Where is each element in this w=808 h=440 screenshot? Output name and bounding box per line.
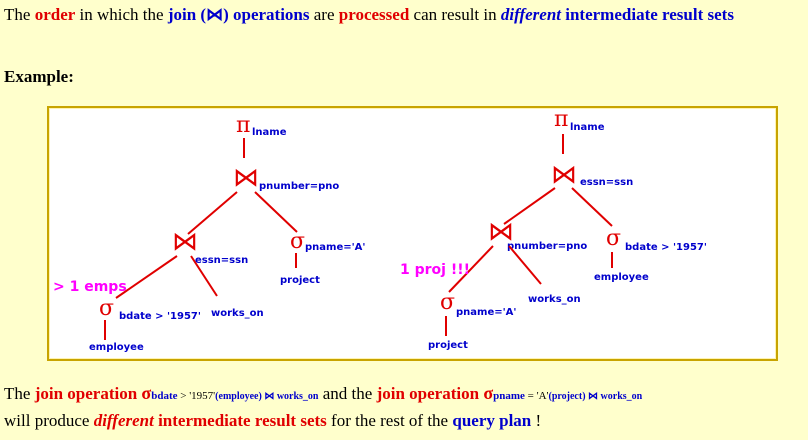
right-edge-join-sigma-project	[448, 245, 494, 293]
right-edge-join-join	[503, 187, 556, 225]
right-pi-label: lname	[570, 122, 605, 133]
left-sigma-emp: σ	[99, 296, 114, 321]
right-join-low-label: pnumber=pno	[507, 241, 587, 252]
left-sigma-project-label: pname='A'	[305, 242, 365, 253]
intro-intermediate: intermediate result sets	[565, 5, 734, 24]
left-tree: π lname ⋈ pnumber=pno σ pname='A' projec…	[53, 113, 365, 353]
right-sigma-project: σ	[440, 290, 455, 315]
right-edge-join-workson	[508, 245, 542, 285]
bottom-t3: will produce	[4, 411, 94, 430]
example-label: Example:	[4, 67, 74, 86]
left-project-label: project	[280, 275, 320, 286]
left-join-top-label: pnumber=pno	[259, 181, 339, 192]
left-sigma-emp-label: bdate > '1957'	[119, 311, 201, 322]
left-join-low-symbol: ⋈	[172, 227, 198, 257]
left-annotation: > 1 emps	[53, 279, 127, 295]
bottom-join-op2: join operation	[376, 384, 480, 403]
bottom-sub2a: pname	[493, 390, 525, 402]
intro-order: order	[34, 5, 76, 24]
intro-processed: processed	[338, 5, 410, 24]
right-join-top-symbol: ⋈	[551, 160, 577, 190]
intro-t1: The	[4, 5, 35, 24]
bottom-t1: The	[4, 384, 35, 403]
right-sigma-project-label: pname='A'	[456, 307, 516, 318]
right-pi-symbol: π	[554, 108, 568, 132]
intro-t4: can result in	[409, 5, 501, 24]
intro-join: join (⋈) operations	[167, 5, 310, 24]
bottom-t2: and the	[318, 384, 377, 403]
bottom-intermediate: intermediate result sets	[158, 411, 327, 430]
right-join-low-symbol: ⋈	[488, 217, 514, 247]
right-workson-label: works_on	[528, 294, 581, 305]
bottom-t6: !	[531, 411, 542, 430]
left-join-low-label: essn=ssn	[195, 255, 248, 266]
left-join-top-symbol: ⋈	[233, 163, 259, 193]
left-edge-join-sigma-emp	[115, 255, 178, 299]
left-edge-join-sigma	[254, 191, 298, 233]
right-employee-label: employee	[594, 272, 649, 283]
left-employee-label: employee	[89, 342, 144, 353]
right-sigma-emp-label: bdate > '1957'	[625, 242, 707, 253]
bottom-sub2c: (project) ⋈ works_on	[548, 391, 643, 402]
right-sigma-emp: σ	[606, 226, 621, 251]
bottom-line-1: The join operation σbdate > '1957'(emplo…	[4, 382, 642, 408]
bottom-sub2b: = 'A'	[524, 390, 549, 402]
right-annotation: 1 proj !!!	[400, 262, 470, 278]
left-edge-join-join	[187, 191, 238, 235]
right-tree: π lname ⋈ essn=ssn σ bdate > '1957' empl…	[400, 108, 707, 351]
bottom-line-2: will produce different intermediate resu…	[4, 410, 541, 432]
left-edge-join-workson	[190, 255, 218, 297]
right-project-label: project	[428, 340, 468, 351]
left-pi-symbol: π	[236, 113, 250, 138]
bottom-sigma1: σ	[141, 383, 152, 403]
left-pi-label: lname	[252, 127, 287, 138]
bottom-sub1c: (employee) ⋈ works_on	[215, 391, 319, 402]
right-edge-join-sigma	[571, 187, 613, 227]
bottom-t5: for the rest of the	[326, 411, 453, 430]
bottom-join-op1: join operation	[34, 384, 138, 403]
bottom-sub1b: > '1957'	[177, 390, 216, 402]
query-tree-diagram: π lname ⋈ pnumber=pno σ pname='A' projec…	[47, 106, 778, 361]
bottom-sigma2: σ	[483, 383, 494, 403]
intro-t3: are	[309, 5, 339, 24]
intro-t2: in which the	[75, 5, 168, 24]
intro-text: The order in which the join (⋈) operatio…	[4, 4, 804, 26]
intro-different: different	[500, 5, 561, 24]
left-workson-label: works_on	[211, 308, 264, 319]
right-join-top-label: essn=ssn	[580, 177, 633, 188]
bottom-query-plan: query plan	[452, 411, 532, 430]
query-tree-svg: π lname ⋈ pnumber=pno σ pname='A' projec…	[53, 108, 707, 353]
left-sigma-project: σ	[290, 229, 305, 254]
bottom-different: different	[93, 411, 154, 430]
bottom-sub1a: bdate	[151, 390, 178, 402]
